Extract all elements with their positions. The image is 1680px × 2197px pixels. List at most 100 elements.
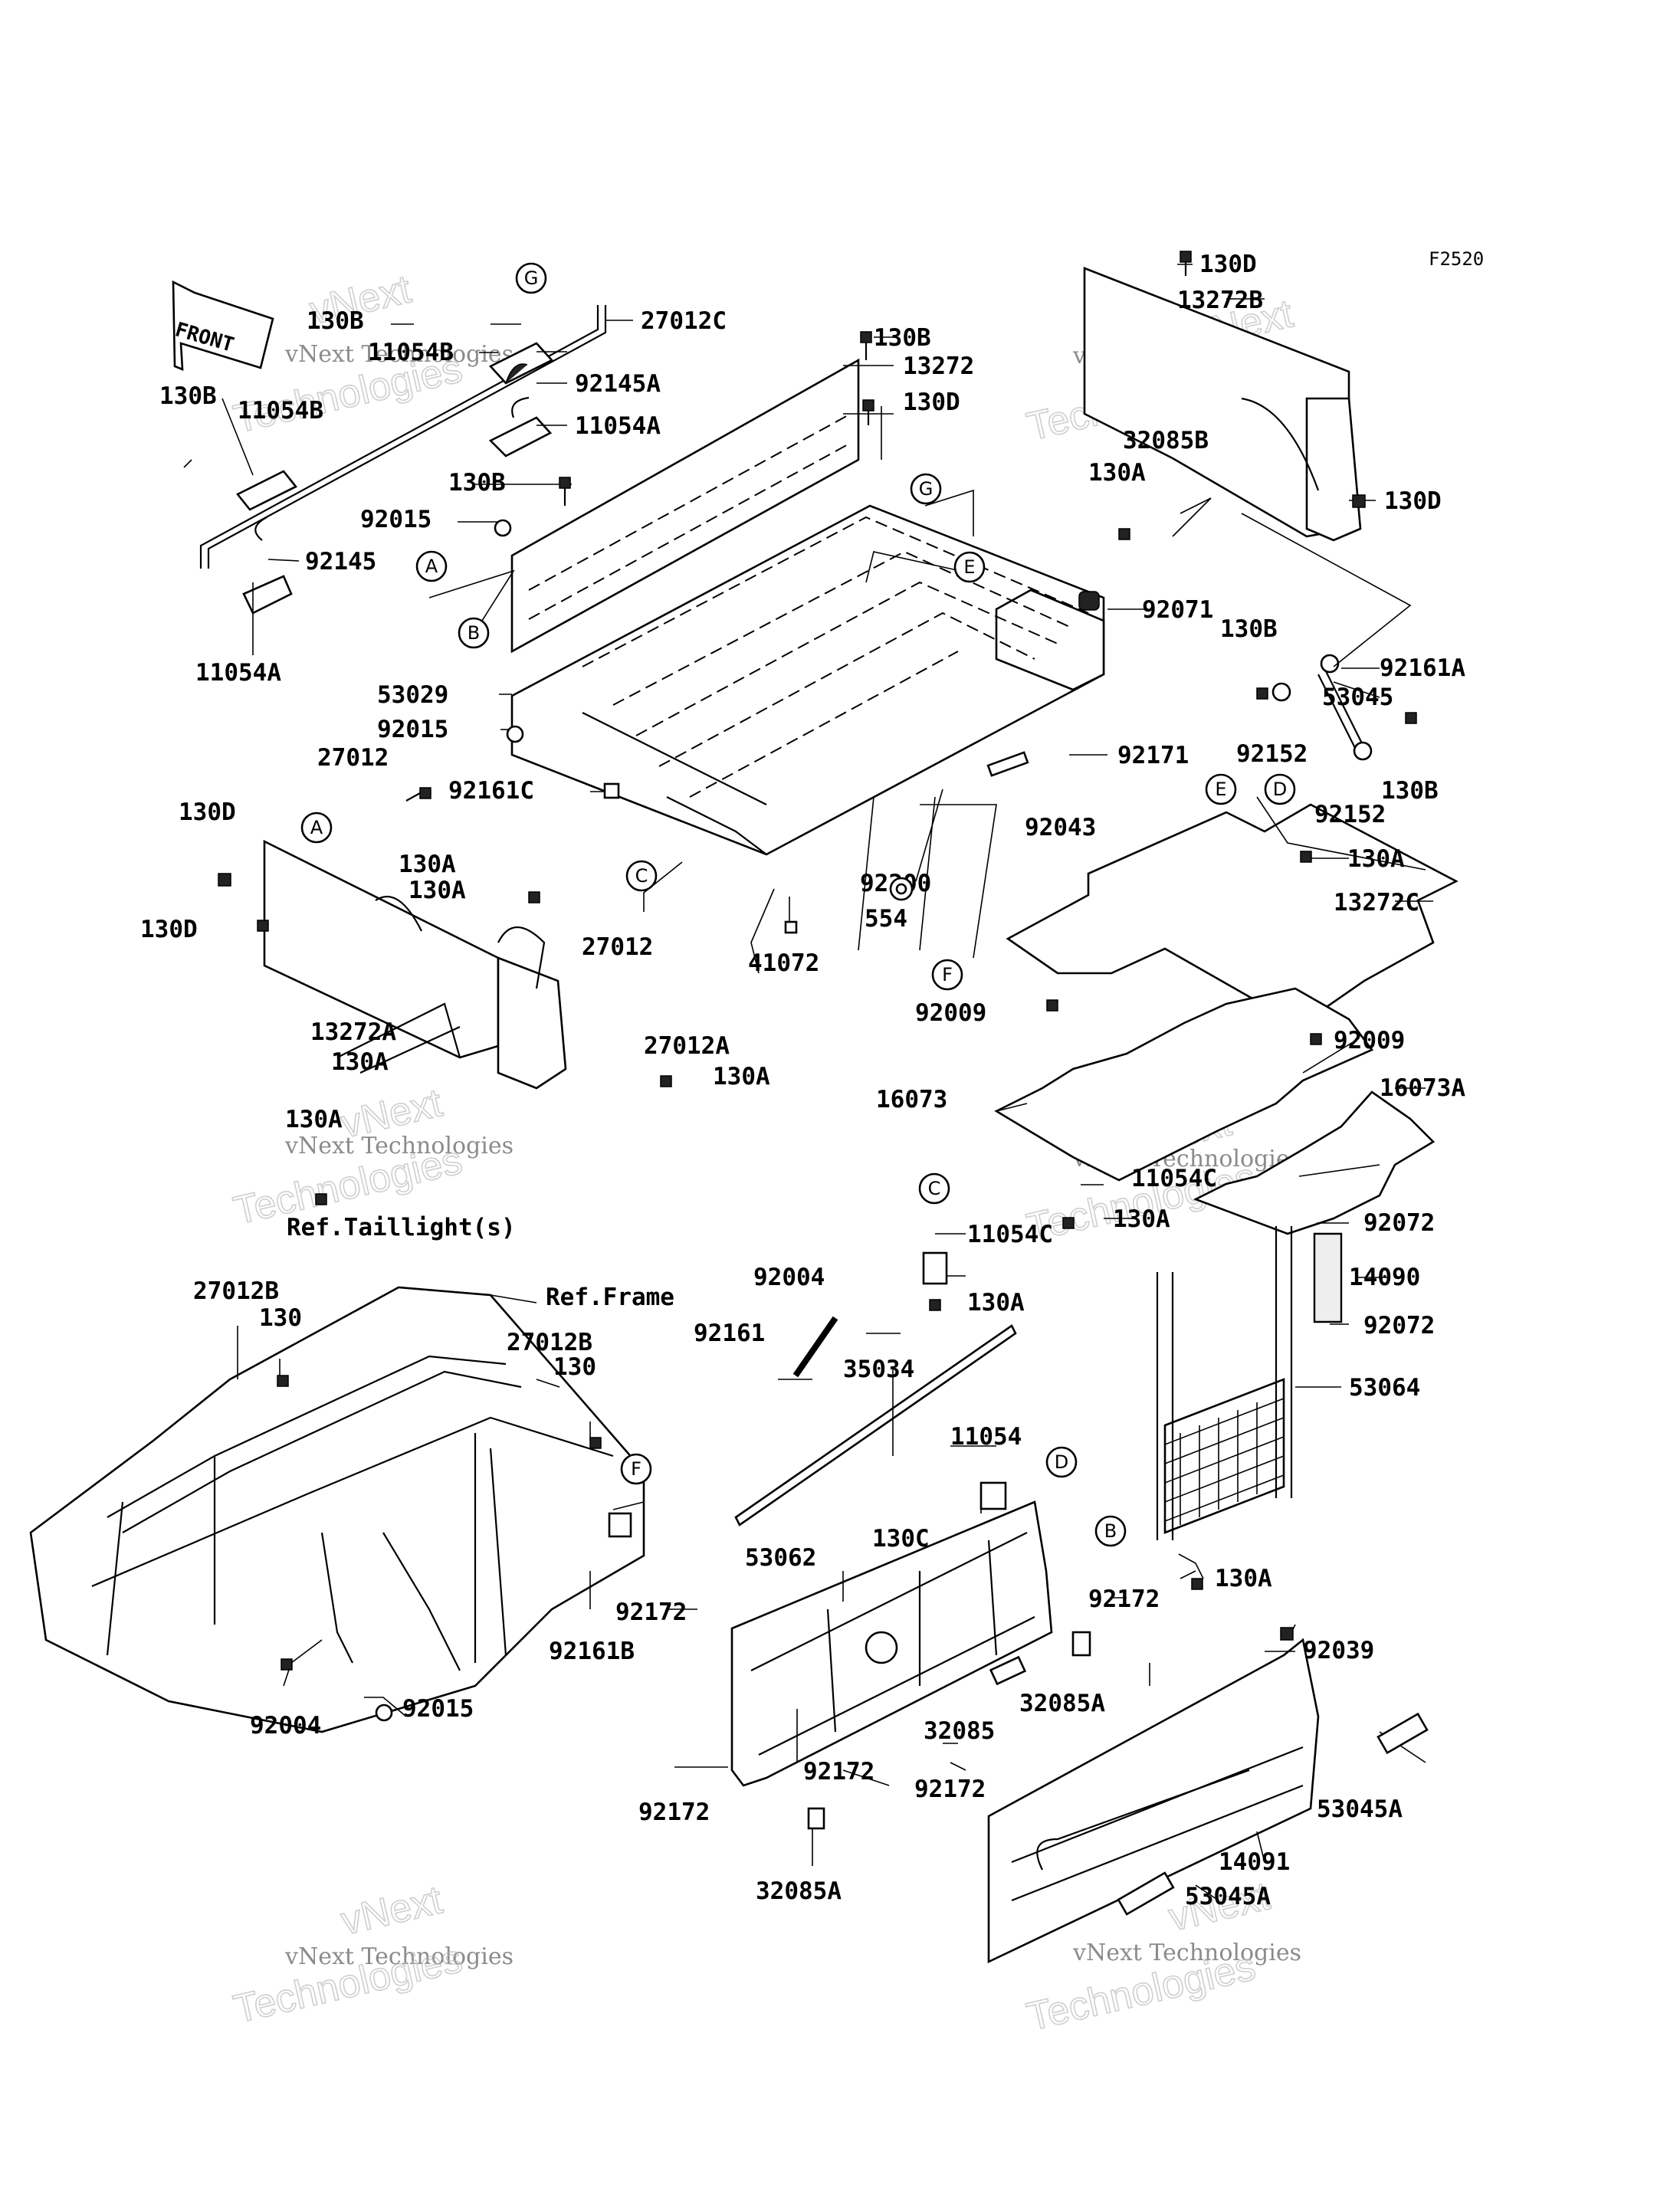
part-label: 130A (1347, 845, 1405, 873)
bracket-icon (989, 1655, 1027, 1686)
part-label: 27012 (317, 744, 389, 772)
watermark-top: vNext (337, 1877, 447, 1944)
svg-text:D: D (1273, 779, 1287, 800)
svg-text:F: F (631, 1458, 641, 1480)
svg-text:G: G (524, 267, 539, 289)
bolt-icon (281, 1658, 293, 1671)
bolt-icon (1180, 251, 1192, 276)
part-label: 27012 (582, 933, 653, 961)
svg-text:A: A (425, 556, 438, 577)
part-label: 130B (1220, 615, 1278, 643)
part-label: 32085A (1019, 1690, 1105, 1717)
vehicle-frame-ref (29, 1286, 645, 1733)
callout-G-top: G (515, 262, 547, 294)
svg-text:C: C (928, 1178, 941, 1199)
part-label: 13272 (903, 353, 974, 380)
svg-text:E: E (1215, 779, 1226, 800)
part-label: 130B (448, 469, 506, 497)
ref-label-taillights: Ref.Taillight(s) (287, 1214, 516, 1241)
callout-A-left: A (300, 812, 333, 844)
part-label: 92161B (549, 1638, 635, 1665)
part-label: 13272C (1334, 889, 1419, 917)
part-label: 92015 (377, 716, 448, 743)
callout-A: A (415, 550, 448, 582)
ref-label-frame: Ref.Frame (546, 1284, 674, 1311)
part-label: 27012A (644, 1032, 730, 1060)
part-label: 92009 (915, 999, 986, 1027)
part-label: 92145 (305, 548, 376, 575)
floor-mat-16073A (1193, 1090, 1436, 1235)
callout-C: C (625, 860, 658, 892)
part-label: 11054B (368, 339, 454, 366)
bed-side-panel-13272 (510, 358, 860, 654)
part-label: 32085A (756, 1877, 842, 1905)
hinge-icon (608, 1512, 632, 1538)
bolt-icon (559, 477, 571, 506)
bolt-icon (1352, 494, 1366, 508)
part-label: 130D (903, 389, 960, 416)
part-label: 11054A (575, 412, 661, 440)
nut-icon (506, 725, 524, 743)
floor-mat-13272C (1006, 803, 1459, 1017)
part-label: 92072 (1363, 1312, 1435, 1340)
bed-floor-53029 (510, 504, 1105, 856)
callout-E: E (953, 551, 986, 583)
part-label: 92152 (1314, 801, 1386, 828)
part-labels: 27012C 130B 11054B 92145A 11054A 130B 11… (140, 251, 1465, 1910)
part-label: 92172 (638, 1799, 710, 1826)
callout-D: D (1264, 773, 1296, 805)
bed-side-panel-13272A (263, 839, 567, 1090)
part-label: 92039 (1303, 1637, 1374, 1664)
part-label: 130A (1088, 459, 1146, 487)
washer-icon (889, 877, 914, 901)
svg-text:G: G (919, 478, 934, 500)
bolt-icon (660, 1075, 672, 1087)
part-label: 130D (140, 916, 198, 943)
nut-icon (1280, 1627, 1294, 1641)
rod-assembly-53045 (1271, 654, 1373, 761)
bolt-icon (405, 787, 431, 802)
part-label: 130D (1384, 487, 1442, 515)
diagram-id: F2520 (1429, 248, 1484, 270)
bolt-icon (929, 1299, 941, 1311)
part-label: 13272B (1177, 287, 1263, 314)
tailgate-cover-14091 (987, 1638, 1320, 1964)
part-label: 92072 (1363, 1209, 1435, 1237)
part-label: 130B (307, 307, 364, 335)
callout-C-mid: C (918, 1172, 950, 1205)
bolt-icon (1300, 851, 1312, 863)
leader-lines (183, 264, 1433, 1901)
part-label: 130C (872, 1525, 930, 1553)
callout-G: G (910, 473, 942, 505)
hinge-icon (1117, 1871, 1175, 1916)
callouts: G A B G E A C F D E C D B F (300, 262, 1296, 1547)
bolt-icon (277, 1375, 289, 1387)
bolt-icon (862, 399, 874, 425)
part-label: 130A (331, 1048, 389, 1076)
bolt-icon (1118, 528, 1130, 540)
part-label: 130A (285, 1106, 343, 1133)
part-label: 92145A (575, 370, 661, 398)
pin-icon (986, 751, 1029, 777)
rod-assembly-27012C (199, 305, 607, 615)
part-label: 92171 (1117, 742, 1189, 769)
part-label: 92071 (1142, 596, 1213, 624)
callout-E-right: E (1205, 773, 1237, 805)
watermark-text: vNext Technologies (1072, 1940, 1301, 1966)
part-label: 92161C (448, 777, 534, 805)
watermark-text: vNext Technologies (284, 341, 514, 368)
bracket-icon (979, 1481, 1007, 1510)
part-label: 53029 (377, 681, 448, 709)
nut-icon (494, 519, 512, 537)
bolt-icon (1046, 999, 1058, 1012)
part-label: 11054 (950, 1423, 1022, 1451)
part-label: 130A (1113, 1205, 1170, 1233)
part-label: 53062 (745, 1544, 816, 1572)
part-label: 130 (259, 1304, 302, 1332)
part-label: 35034 (843, 1356, 914, 1383)
part-label: 92161 (694, 1320, 765, 1347)
bumper-icon (1078, 591, 1100, 611)
part-label: 53045A (1185, 1883, 1271, 1910)
nut-icon (375, 1703, 393, 1722)
part-label: 92015 (402, 1695, 474, 1723)
